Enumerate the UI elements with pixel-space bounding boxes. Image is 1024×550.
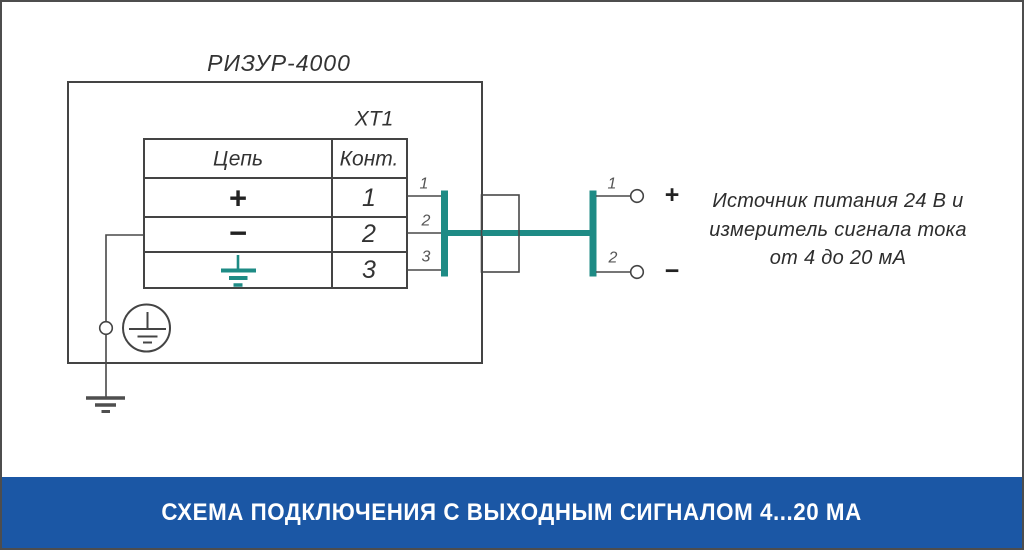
earth-terminal xyxy=(98,320,114,336)
contact-3-label: 3 xyxy=(362,256,376,284)
note-line-2: измеритель сигнала тока xyxy=(709,219,967,241)
earthing-wire xyxy=(86,234,144,413)
device-enclosure xyxy=(67,81,483,364)
cable-gland xyxy=(480,194,520,273)
device-pin-3-label: 3 xyxy=(422,249,431,266)
contact-1-label: 1 xyxy=(362,184,376,212)
device-pin-2-label: 2 xyxy=(421,213,431,230)
supply-terminal-plus xyxy=(629,188,645,204)
pe-circle xyxy=(122,303,171,353)
note-line-3: от 4 до 20 мА xyxy=(770,247,907,269)
protective-earth-icon xyxy=(122,303,171,353)
caption-banner: СХЕМА ПОДКЛЮЧЕНИЯ С ВЫХОДНЫМ СИГНАЛОМ 4.… xyxy=(2,477,1022,548)
table-header-contact: Конт. xyxy=(340,148,399,171)
table-header-circuit: Цепь xyxy=(213,148,263,171)
ground-symbol-icon xyxy=(221,255,256,287)
supply-pin-1-label: 1 xyxy=(608,176,617,193)
terminal-table-outline xyxy=(143,138,408,289)
external-ground-icon xyxy=(86,396,125,413)
supply-plus-sign: + xyxy=(665,181,680,209)
supply-note: Источник питания 24 В и измеритель сигна… xyxy=(709,190,967,269)
device-title: РИЗУР-4000 xyxy=(207,50,351,76)
supply-terminals: 1 2 + − xyxy=(596,176,680,285)
device-pins: 1 2 3 xyxy=(407,176,444,271)
circuit-minus-label: − xyxy=(229,216,247,251)
supply-terminal-minus xyxy=(629,264,645,280)
terminal-block-label: ХТ1 xyxy=(354,108,394,131)
caption-text: СХЕМА ПОДКЛЮЧЕНИЯ С ВЫХОДНЫМ СИГНАЛОМ 4.… xyxy=(161,498,863,526)
terminal-table: Цепь Конт. + 1 − 2 3 xyxy=(143,138,408,289)
supply-pin-2-label: 2 xyxy=(608,250,618,267)
device-pin-1-label: 1 xyxy=(420,176,429,193)
contact-2-label: 2 xyxy=(361,220,376,248)
supply-minus-sign: − xyxy=(665,257,680,285)
circuit-plus-label: + xyxy=(229,181,247,216)
note-line-1: Источник питания 24 В и xyxy=(712,190,963,212)
earth-wire-upper xyxy=(105,234,144,322)
